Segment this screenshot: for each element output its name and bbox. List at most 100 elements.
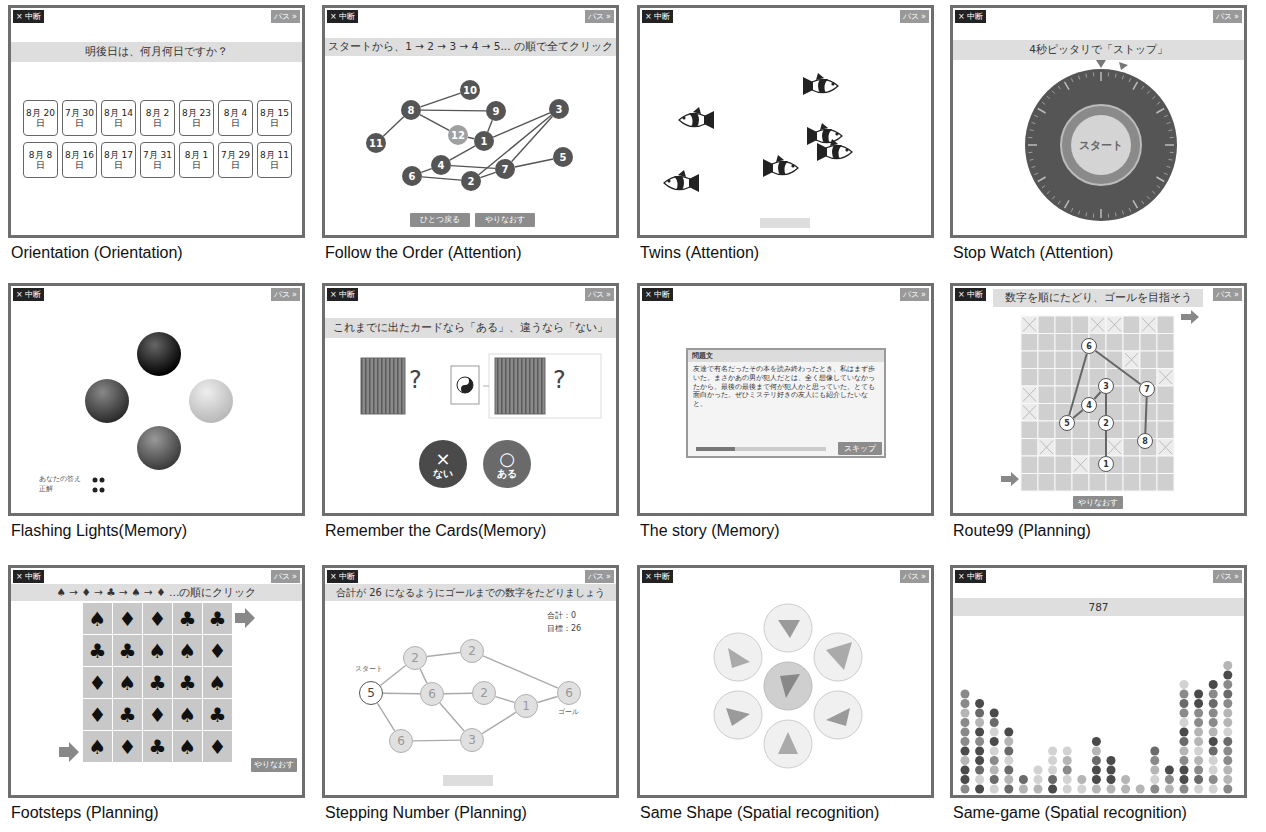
suit-cell: ♣ [143, 667, 172, 698]
route-grid [1038, 439, 1055, 457]
game-screenshot: Stepping Number (Planning)合計が 26 になるようにゴ… [322, 565, 619, 798]
memory-card [361, 354, 601, 418]
route-grid [1055, 474, 1072, 492]
pass-badge: パス » [900, 570, 929, 583]
suit-cell: ♠ [173, 635, 202, 666]
same-game-dot [1223, 785, 1232, 794]
route-grid [1021, 386, 1038, 404]
memory-card [461, 377, 473, 393]
ui-text: ある [497, 468, 517, 479]
ui-text: スタート [1079, 138, 1123, 153]
same-game-dot [1194, 785, 1203, 794]
dial-tick [1156, 177, 1164, 182]
same-game-dot [961, 699, 970, 708]
flashing-light [93, 478, 98, 483]
route-grid [1021, 456, 1038, 474]
panel-caption: Stop Watch (Attention) [953, 244, 1113, 262]
pass-badge: パス » [271, 288, 300, 301]
dial-tick [1028, 72, 1174, 218]
suit-cell: ♠ [83, 603, 112, 634]
ui-text: 9 [493, 106, 500, 117]
connector-line [1105, 431, 1107, 456]
footsteps-arrow [59, 742, 79, 762]
connector-line [515, 159, 553, 167]
route-grid [1157, 421, 1174, 439]
dial-tick [1038, 109, 1046, 114]
same-game-dot [1107, 756, 1116, 765]
ui-text: 2 [480, 686, 488, 700]
dial-tick [1168, 159, 1172, 161]
pass-badge: パス » [1213, 570, 1242, 583]
same-game-dot [961, 737, 970, 746]
game-screenshot: Orientation (Orientation)明後日は、何月何日ですか？8月… [8, 5, 305, 238]
ui-text: 5 [560, 152, 567, 163]
same-game-dot [1121, 785, 1130, 794]
same-game-dot [1092, 766, 1101, 775]
ui-text: 4 [1086, 401, 1092, 410]
route-number: ×ない [419, 440, 467, 488]
connector-line [512, 116, 553, 161]
same-game-dot [1004, 737, 1013, 746]
date-button: 8月 15日 [257, 100, 292, 136]
quit-badge: × 中断 [642, 10, 673, 23]
pass-badge: パス » [585, 10, 614, 23]
date-button: 8月 8日 [23, 142, 58, 178]
instruction-bar: ♠ → ♦ → ♣ → ♠ → ♦ …の順にクリック [11, 584, 302, 601]
dial-tick [1170, 137, 1174, 138]
route-grid [1055, 351, 1072, 369]
panel-caption: Twins (Attention) [640, 244, 759, 262]
instruction-bar: 数字を順にたどり、ゴールを目指そう [993, 289, 1203, 307]
ui-text: 3 [556, 104, 563, 115]
dial-tick [1058, 86, 1060, 89]
same-game-dot [1223, 737, 1232, 746]
game-screenshot: Follow the Order (Attention)スタートから、1 → 2… [322, 5, 619, 238]
same-game-dot [1048, 766, 1057, 775]
panel-caption: Route99 (Planning) [953, 522, 1091, 540]
shape-choice [726, 708, 750, 726]
number-circle: 7 [495, 159, 515, 179]
game-screenshot: Remember the Cards(Memory)これまでに出たカードなら「あ… [322, 283, 619, 516]
twins-fish [807, 123, 842, 145]
instruction-bar: これまでに出たカードなら「ある」、違うなら「ない」 [325, 318, 616, 338]
ui-text: 12 [451, 130, 465, 141]
route-grid [1038, 316, 1055, 334]
same-game-dot [1209, 737, 1218, 746]
route-grid [1123, 334, 1140, 352]
route-number: ○ある [483, 440, 531, 488]
ui-text: 6 [409, 171, 416, 182]
same-game-dot [975, 709, 984, 718]
route-grid [1123, 316, 1140, 334]
memory-card [457, 377, 473, 393]
dial-tick [1142, 86, 1144, 89]
same-game-dot [1107, 775, 1116, 784]
number-circle: 3 [549, 99, 569, 119]
date-button: 7月 29日 [218, 142, 253, 178]
ui-text: 8月 14日 [103, 108, 134, 129]
route-grid [1089, 439, 1106, 457]
same-game-dot [961, 690, 970, 699]
ui-text: 8月 17日 [103, 150, 134, 171]
memory-card [483, 386, 489, 387]
twins-fish [803, 73, 838, 95]
same-game-dot [1034, 775, 1043, 784]
same-game-dot [961, 718, 970, 727]
stopwatch-dial [1025, 60, 1177, 221]
twins-fish [679, 107, 714, 129]
ui-text: 8 [408, 105, 415, 116]
ui-text: 2 [411, 651, 419, 665]
panel-caption: Stepping Number (Planning) [325, 804, 527, 822]
route-number: 3 [1098, 378, 1114, 394]
date-button: 8月 23日 [179, 100, 214, 136]
twins-fish [664, 73, 852, 228]
ui-text: これまでに出たカードなら「ある」、違うなら「ない」 [333, 321, 608, 335]
route-grid [1055, 334, 1072, 352]
same-game-dot [1004, 775, 1013, 784]
same-game-dot [1150, 785, 1159, 794]
same-game-dot [1194, 718, 1203, 727]
pass-badge: パス » [900, 10, 929, 23]
dial-tick [1122, 76, 1123, 80]
same-game-dot [1165, 785, 1174, 794]
same-game-dot [1077, 775, 1086, 784]
ui-text: 5 [1064, 419, 1070, 428]
game-screenshot: Same-game (Spatial recognition)787× 中断パス… [950, 565, 1247, 798]
